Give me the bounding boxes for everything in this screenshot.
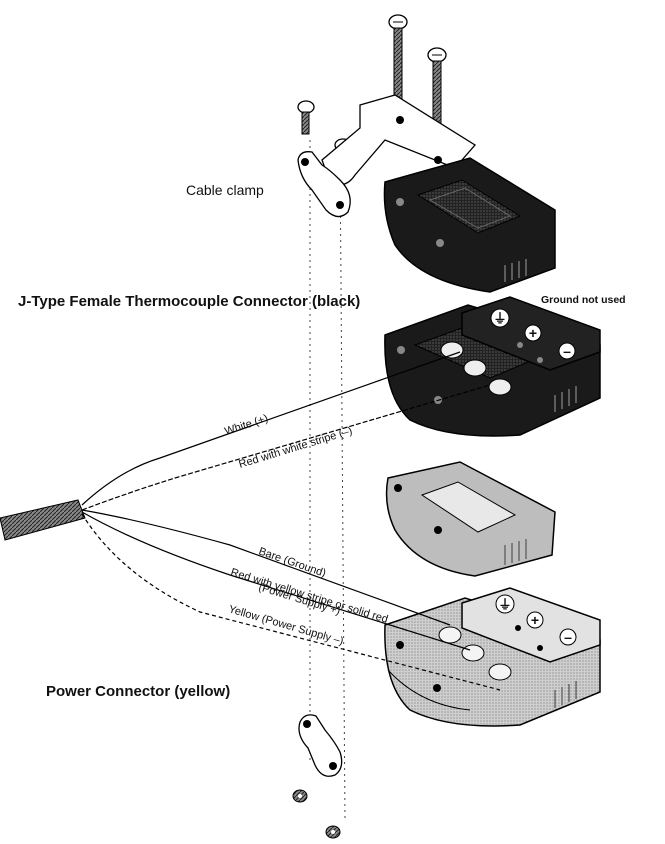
assembly-axis-lines xyxy=(309,140,346,821)
yellow-power-connector xyxy=(384,587,601,727)
top-screw-right-1 xyxy=(388,14,408,109)
nut-2 xyxy=(325,825,341,839)
j-type-connector-label: J-Type Female Thermocouple Connector (bl… xyxy=(18,293,360,310)
top-screw-right-2 xyxy=(427,47,447,127)
plus-terminal-symbol-yellow: + xyxy=(531,612,539,628)
top-screw-left-1 xyxy=(297,100,315,135)
minus-terminal-symbol-yellow: – xyxy=(564,629,572,645)
wire-label-bare: Bare (Ground) xyxy=(257,545,327,579)
bottom-cable-clamp xyxy=(298,714,343,777)
power-connector-label: Power Connector (yellow) xyxy=(46,683,230,700)
black-thermocouple-connector xyxy=(384,296,601,437)
wire-label-white: White (+) xyxy=(223,413,269,438)
wires-thermocouple xyxy=(81,351,491,511)
black-connector-cover xyxy=(383,157,556,293)
cable-clamp-strap xyxy=(297,151,351,218)
ground-not-used-label: Ground not used xyxy=(541,294,626,306)
ground-terminal-symbol-black: ⏚ xyxy=(493,311,506,326)
wire-label-red-white-stripe: Red with white stripe (–) xyxy=(237,425,353,471)
wires-power xyxy=(81,509,501,691)
ground-terminal-symbol-yellow: ⏚ xyxy=(498,597,511,612)
plus-terminal-symbol-black: + xyxy=(529,325,537,341)
yellow-connector-cover xyxy=(385,461,556,577)
nut-1 xyxy=(292,789,308,803)
multi-conductor-cable xyxy=(0,499,86,541)
cable-clamp-label: Cable clamp xyxy=(186,182,264,198)
minus-terminal-symbol-black: – xyxy=(563,343,571,359)
